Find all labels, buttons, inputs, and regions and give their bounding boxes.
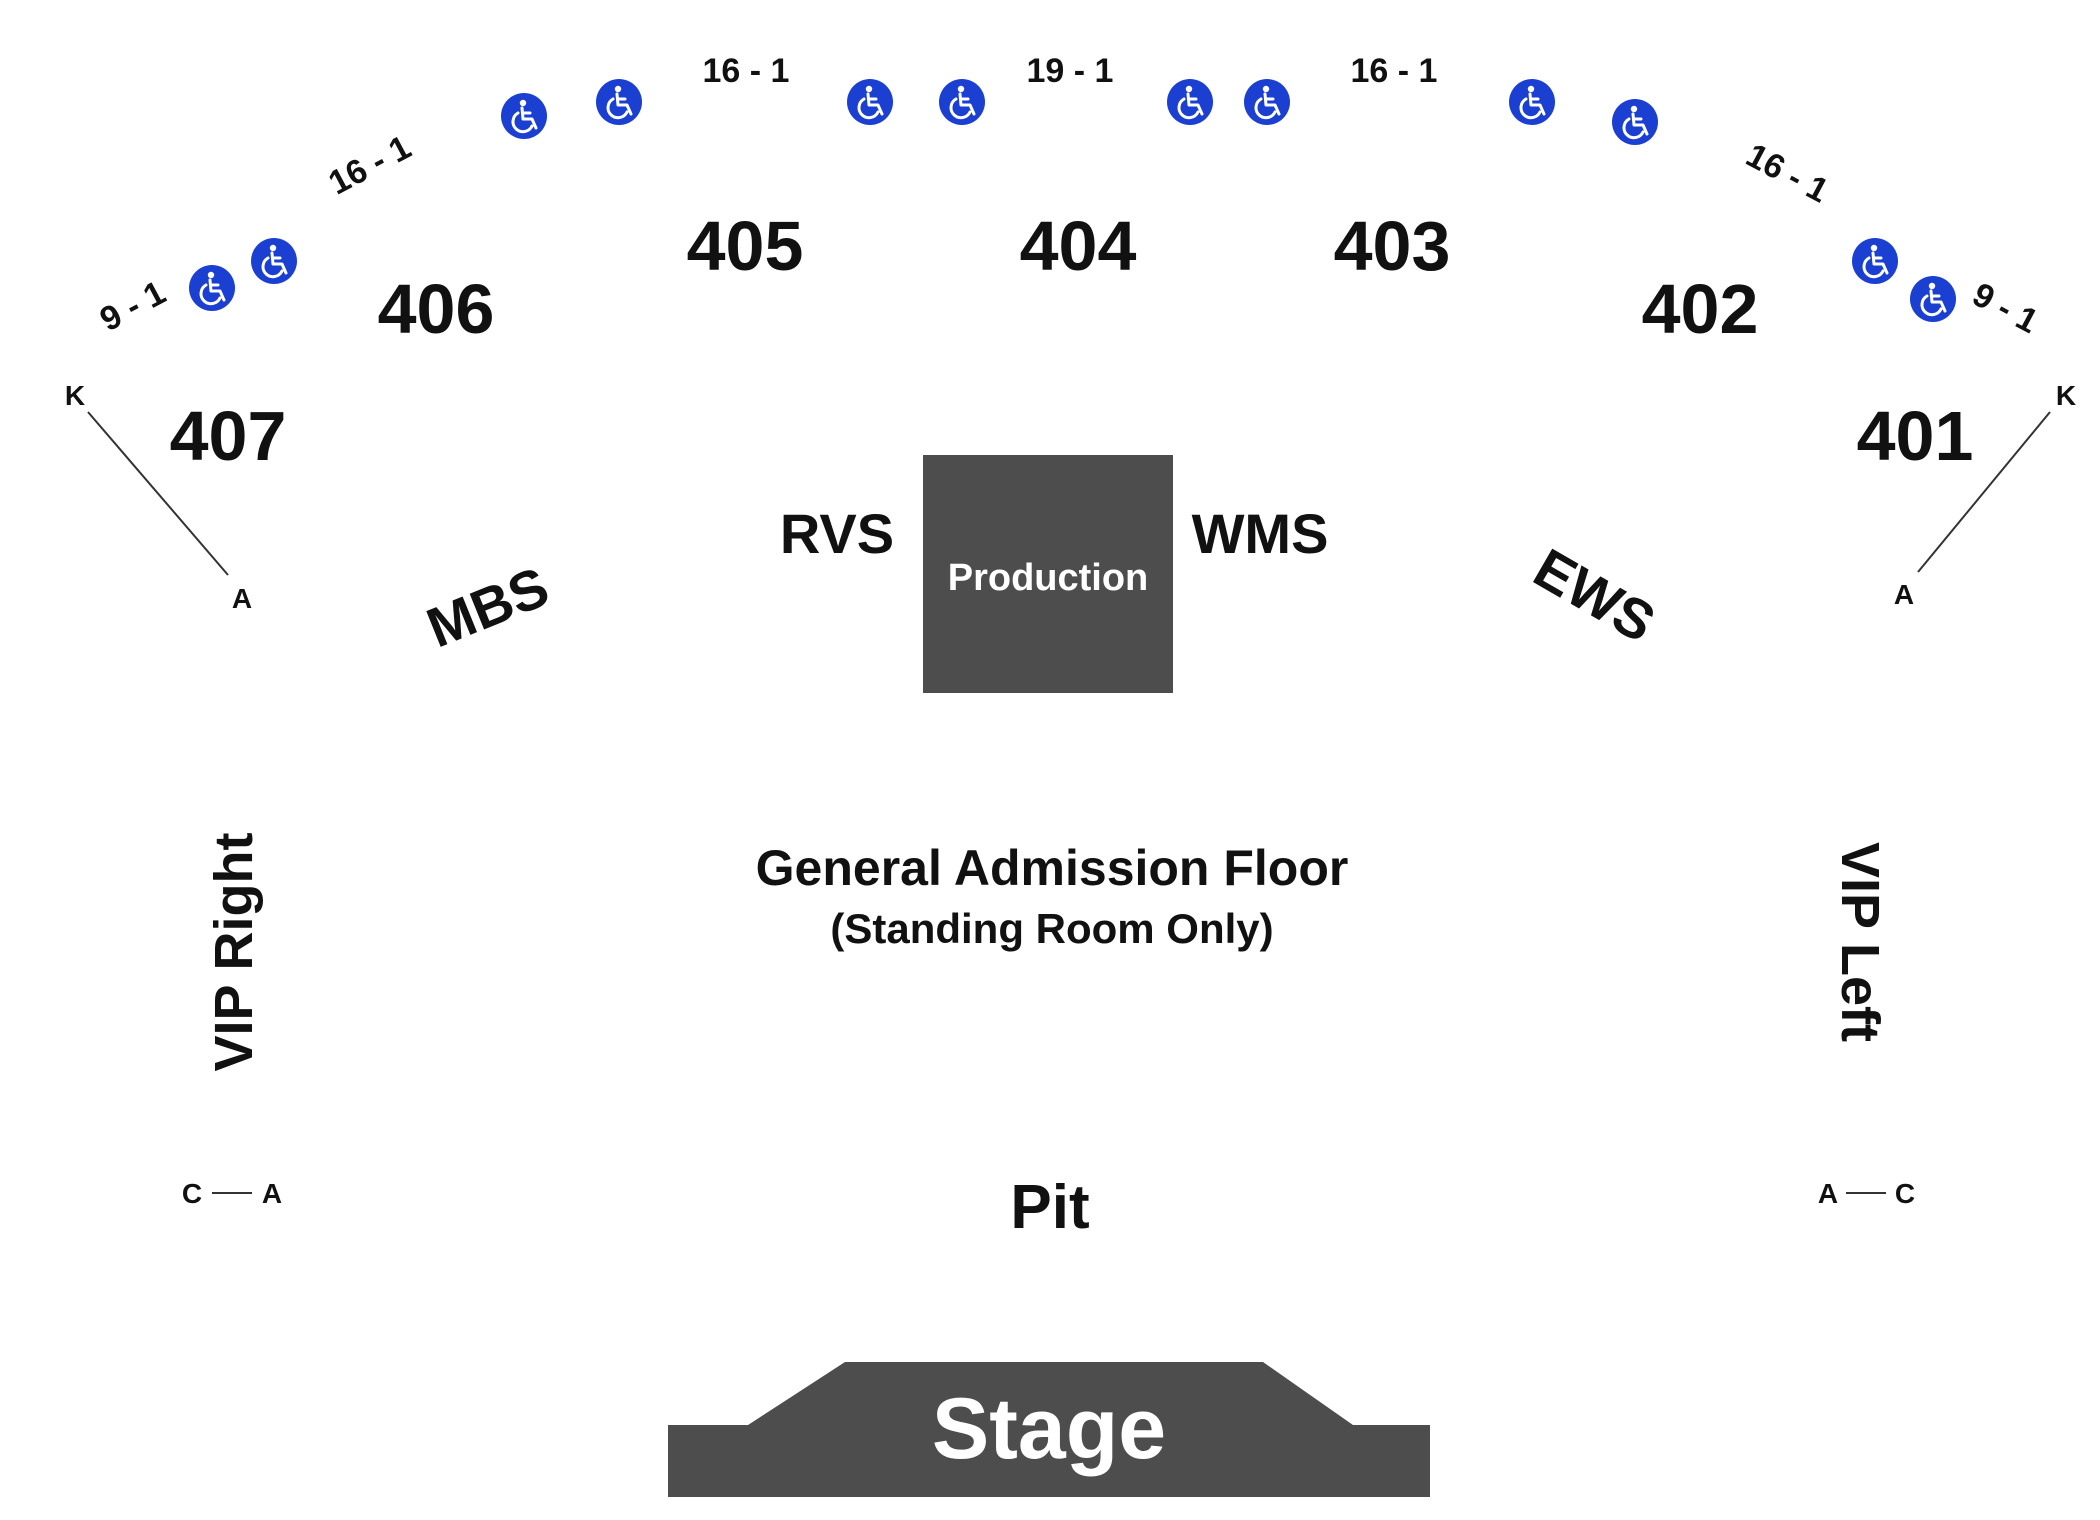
row-range-403: 16 - 1: [1351, 52, 1438, 90]
wheelchair-icon[interactable]: [846, 78, 894, 126]
row-letter-a-left: A: [232, 583, 252, 614]
stage-shape: [668, 1362, 1430, 1497]
row-guide-401: [1917, 411, 2051, 573]
wheelchair-icon[interactable]: [250, 237, 298, 285]
floor-subtitle: (Standing Room Only): [830, 905, 1273, 952]
section-wms[interactable]: WMS: [1192, 502, 1329, 565]
row-letter-a-vip-right: A: [262, 1178, 282, 1209]
wheelchair-icon[interactable]: [938, 78, 986, 126]
section-404[interactable]: 404: [1020, 207, 1137, 285]
row-range-405: 16 - 1: [703, 52, 790, 90]
wheelchair-icon[interactable]: [1166, 78, 1214, 126]
section-403[interactable]: 403: [1334, 207, 1451, 285]
production-label: Production: [948, 557, 1149, 599]
row-letter-k-left: K: [65, 380, 85, 411]
section-402[interactable]: 402: [1642, 270, 1759, 348]
row-letter-c-vip-right: C: [182, 1178, 202, 1209]
row-letter-k-right: K: [2056, 380, 2076, 411]
row-letter-c-vip-left: C: [1895, 1178, 1915, 1209]
wheelchair-icon[interactable]: [188, 264, 236, 312]
production-area: [923, 455, 1173, 693]
section-401[interactable]: 401: [1857, 397, 1974, 475]
section-407[interactable]: 407: [170, 397, 287, 475]
section-pit[interactable]: Pit: [1010, 1173, 1089, 1242]
row-guide-407: [87, 411, 229, 576]
section-405[interactable]: 405: [687, 207, 804, 285]
wheelchair-icon[interactable]: [1611, 98, 1659, 146]
floor-title[interactable]: General Admission Floor: [756, 840, 1349, 896]
section-vip-right[interactable]: VIP Right: [204, 832, 264, 1071]
row-range-402: 16 - 1: [1740, 136, 1835, 210]
section-vip-left[interactable]: VIP Left: [1830, 842, 1890, 1042]
section-mbs[interactable]: MBS: [418, 554, 557, 659]
wheelchair-icon[interactable]: [500, 92, 548, 140]
wheelchair-icon[interactable]: [1508, 78, 1556, 126]
wheelchair-icon[interactable]: [1243, 78, 1291, 126]
row-range-406: 16 - 1: [323, 128, 418, 202]
stage-label: Stage: [932, 1381, 1166, 1477]
section-rvs[interactable]: RVS: [780, 502, 894, 565]
row-range-407: 9 - 1: [94, 274, 172, 339]
row-letter-a-right: A: [1894, 579, 1914, 610]
row-range-401: 9 - 1: [1966, 276, 2044, 341]
row-range-404: 19 - 1: [1027, 52, 1114, 90]
wheelchair-icon[interactable]: [1851, 237, 1899, 285]
section-ews[interactable]: EWS: [1524, 536, 1666, 654]
section-406[interactable]: 406: [378, 270, 495, 348]
wheelchair-icon[interactable]: [595, 78, 643, 126]
row-letter-a-vip-left: A: [1818, 1178, 1838, 1209]
wheelchair-icon[interactable]: [1909, 275, 1957, 323]
